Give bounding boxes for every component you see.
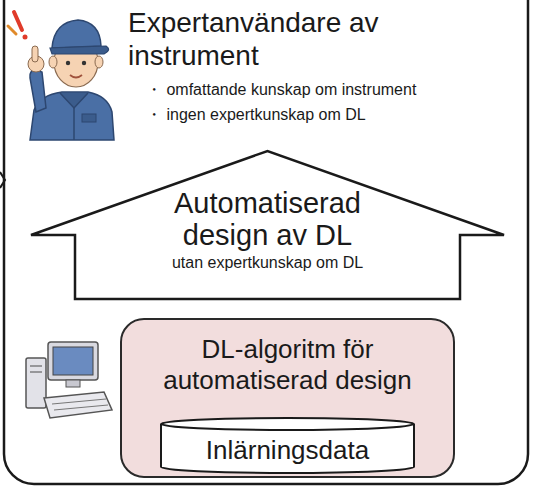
arrow-subtext: utan expertkunskap om DL bbox=[30, 253, 505, 273]
node-heading: Expertanvändare av instrument bbox=[128, 6, 398, 72]
worker-illustration bbox=[8, 12, 114, 140]
edge-chevron bbox=[0, 172, 5, 188]
algorithm-box: DL-algoritm för automatiserad designInlä… bbox=[120, 318, 455, 478]
box-heading: DL-algoritm för automatiserad design bbox=[138, 334, 438, 396]
automation-arrow: Automatiserad design av DLutan expertkun… bbox=[30, 150, 505, 300]
cylinder-label: Inlärningsdata bbox=[160, 418, 415, 465]
computer-icon bbox=[26, 342, 112, 418]
outline-path bbox=[31, 151, 504, 299]
expert-user-block: Expertanvändare av instrument ・ omfattand… bbox=[128, 6, 526, 136]
training-data-cylinder: Inlärningsdata bbox=[160, 418, 415, 474]
cylinder-rim bbox=[161, 424, 414, 430]
outline-path bbox=[161, 418, 414, 473]
arrow-heading: Automatiserad design av DL bbox=[148, 187, 388, 251]
outer-frame bbox=[4, 0, 528, 484]
bullet-text: ・ omfattande kunskap om instrument bbox=[128, 80, 526, 100]
bullet-text: ・ ingen expertkunskap om DL bbox=[128, 105, 526, 125]
